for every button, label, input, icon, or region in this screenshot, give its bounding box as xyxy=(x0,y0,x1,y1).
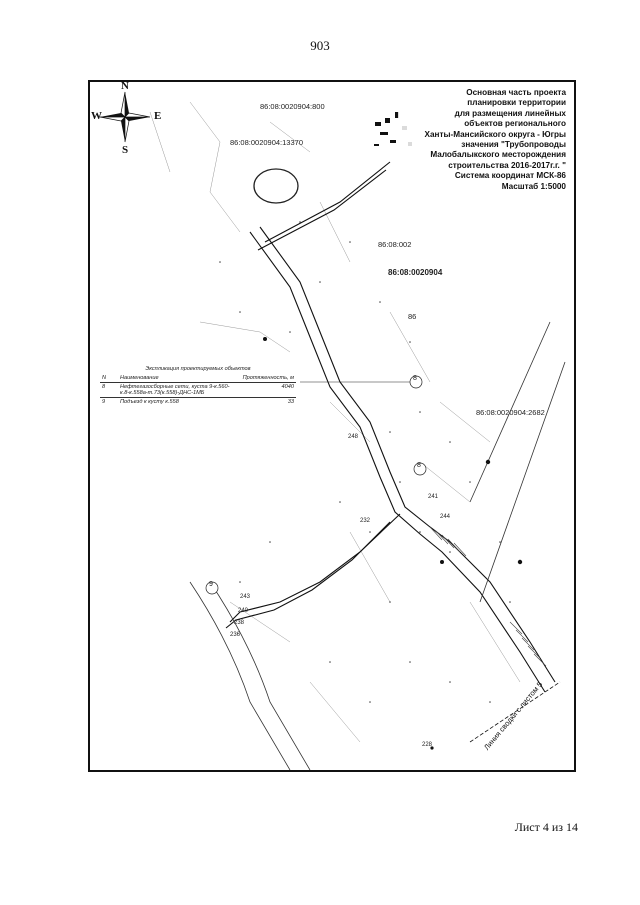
object-marker: 8 xyxy=(413,375,417,382)
station-label: 248 xyxy=(348,434,359,440)
compass-west: W xyxy=(91,110,102,122)
legend-caption: Экспликация проектируемых объектов xyxy=(145,366,251,372)
legend-row: 9 Подъезд к кусту к.558 33 xyxy=(100,397,296,406)
compass-north: N xyxy=(121,80,129,92)
sheet-label: Лист 4 из 14 xyxy=(514,820,578,834)
title-line: значения "Трубопроводы xyxy=(461,140,566,150)
parcel-label: 86:08:0020904:800 xyxy=(260,102,325,111)
object-marker: 9 xyxy=(209,581,213,588)
parcel-label: 86:08:0020904:2682 xyxy=(476,408,545,417)
station-label: 236 xyxy=(230,632,241,638)
map-frame: N S W E Основная часть проекта планировк… xyxy=(88,80,576,772)
station-label: 244 xyxy=(440,514,451,520)
compass-star-icon xyxy=(99,91,151,143)
title-line: Основная часть проекта xyxy=(466,88,566,97)
title-line: Система координат МСК-86 xyxy=(454,171,566,181)
parcel-label: 86:08:0020904 xyxy=(388,268,443,277)
compass-east: E xyxy=(154,110,162,122)
legend-header: Протяженность, м xyxy=(242,375,294,381)
station-label: 232 xyxy=(360,518,371,524)
title-line: объектов регионального xyxy=(464,119,566,129)
title-line: Малобалыкского месторождения xyxy=(430,150,566,160)
page-number: 903 xyxy=(310,38,330,53)
object-marker: 8 xyxy=(417,462,421,469)
compass-south: S xyxy=(122,144,129,156)
title-line: Масштаб 1:5000 xyxy=(501,181,566,191)
compass-rose: N S W E xyxy=(91,82,161,156)
station-label: 243 xyxy=(240,594,251,600)
parcel-label: 86:08:002 xyxy=(378,240,412,249)
station-label: 238 xyxy=(234,620,245,626)
title-line: для размещения линейных xyxy=(454,108,566,118)
parcel-label: 86:08:0020904:13370 xyxy=(230,138,303,147)
pond xyxy=(253,168,299,204)
title-line: планировки территории xyxy=(467,98,566,108)
station-label: 241 xyxy=(428,494,439,500)
title-line: Ханты-Мансийского округа - Югры xyxy=(424,129,566,139)
legend-header: N xyxy=(102,375,107,381)
parcel-label: 86 xyxy=(408,312,417,321)
map-title-block: Основная часть проекта планировки террит… xyxy=(398,88,566,193)
legend-table: Экспликация проектируемых объектов N Наи… xyxy=(100,366,296,406)
map-drawing xyxy=(149,101,566,770)
title-line: строительства 2016-2017г.г. " xyxy=(448,160,566,170)
legend-row: 8 Нефтегазосборные сети, куста 9-к.560-к… xyxy=(100,382,296,398)
legend-header: Наименование xyxy=(120,375,159,381)
station-label: 240 xyxy=(238,608,249,614)
station-label: 228 xyxy=(422,742,433,748)
